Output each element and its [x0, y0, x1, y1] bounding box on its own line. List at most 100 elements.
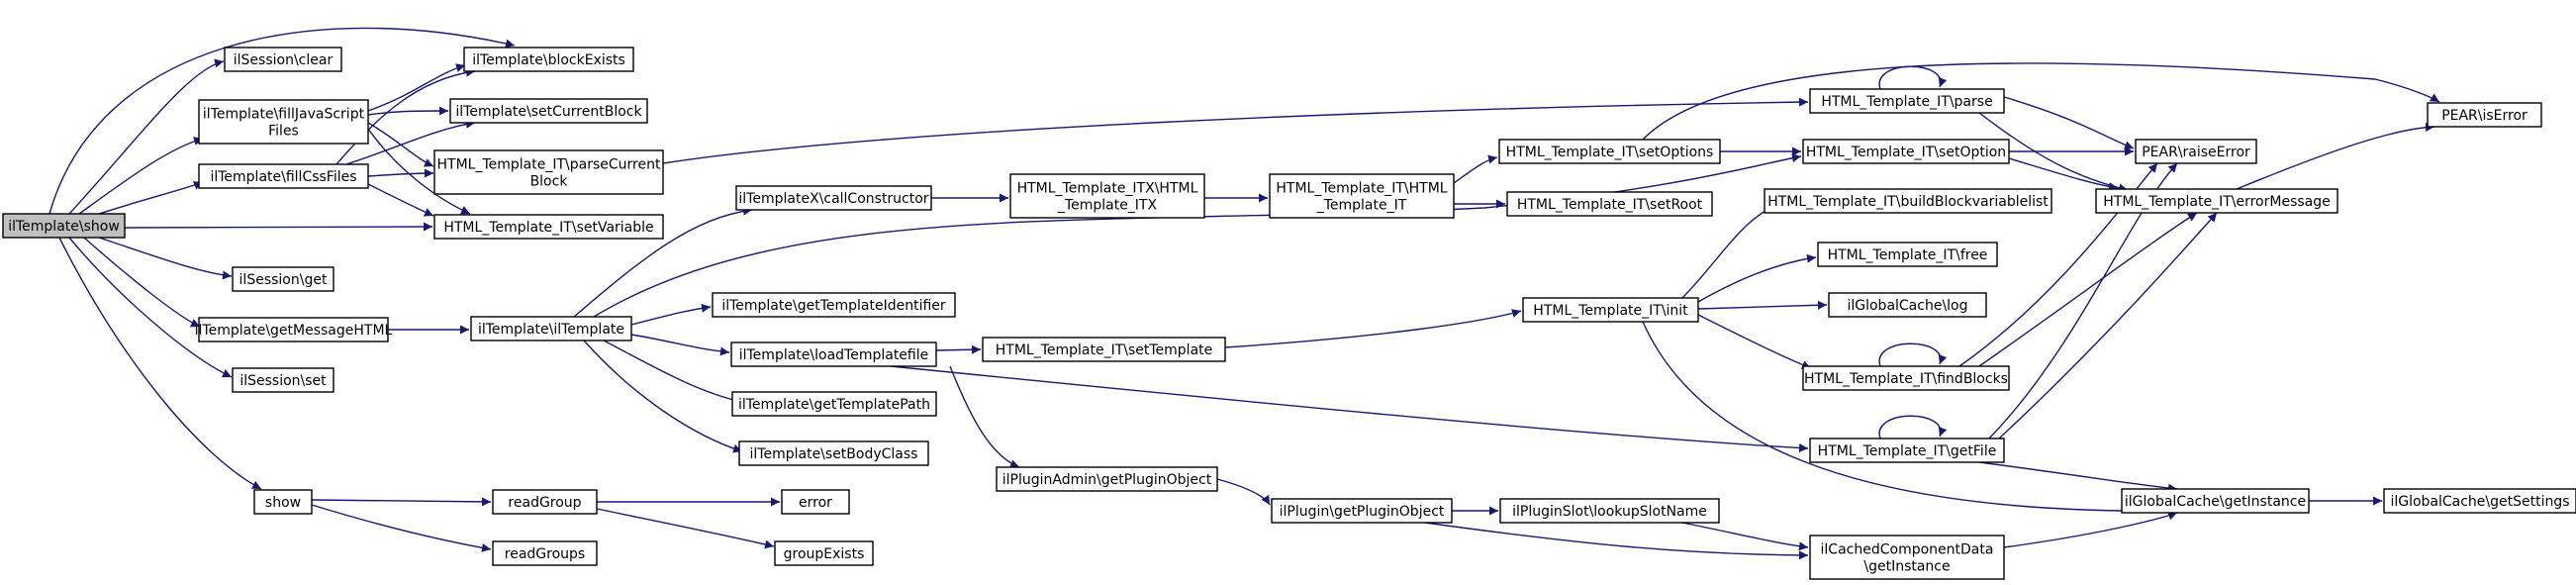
edge-line [311, 497, 492, 507]
node-cached-component-data[interactable]: ilCachedComponentData\getInstance [1809, 535, 2005, 580]
node-label: error [799, 495, 832, 511]
node-label: ilTemplate\getTemplateIdentifier [721, 298, 946, 314]
node-pear-raise-error[interactable]: PEAR\raiseError [2135, 139, 2257, 164]
node-box [492, 489, 598, 515]
node-label: ilPlugin\getPluginObject [1280, 504, 1445, 520]
node-set-options[interactable]: HTML_Template_IT\setOptions [1498, 139, 1721, 164]
node-set-body-class[interactable]: ilTemplate\setBodyClass [738, 440, 929, 466]
node-label: HTML_Template_IT\parse [1821, 94, 1992, 110]
node-build-block-var-list[interactable]: HTML_Template_IT\buildBlockvariablelist [1764, 188, 2052, 214]
edge-show-fillcss [98, 181, 204, 215]
node-get-file[interactable]: HTML_Template_IT\getFile [1809, 438, 2005, 463]
edge-line [1878, 65, 1948, 90]
node-box [224, 47, 342, 72]
node-session-clear[interactable]: ilSession\clear [224, 47, 342, 72]
node-read-group[interactable]: readGroup [492, 489, 598, 515]
edge-line [935, 344, 982, 354]
edge-line [83, 237, 201, 328]
node-box [253, 489, 313, 515]
node-box [1499, 498, 1720, 524]
node-label: HTML_Template_IT\buildBlockvariablelist [1767, 194, 2049, 210]
node-global-cache-log[interactable]: ilGlobalCache\log [1828, 292, 1987, 318]
node-parse[interactable]: HTML_Template_IT\parse [1809, 88, 2005, 114]
node-get-template-path[interactable]: ilTemplate\getTemplatePath [731, 391, 937, 417]
edge-getfile-self [1878, 415, 1948, 439]
edge-iltemplate-callconstructor [573, 206, 753, 318]
node-box [1271, 498, 1453, 524]
edge-filljs-setcurrentblock [367, 106, 449, 116]
edge-line [2236, 122, 2435, 190]
node-box [492, 540, 598, 566]
node-label: HTML_Template_IT\findBlocks [1804, 371, 2008, 387]
node-session-set[interactable]: ilSession\set [232, 367, 334, 393]
node-free[interactable]: HTML_Template_IT\free [1817, 242, 1998, 267]
node-it-ctor[interactable]: HTML_Template_IT\HTML_Template_IT [1269, 173, 1455, 219]
node-set-current-block[interactable]: ilTemplate\setCurrentBlock [449, 98, 648, 124]
node-read-groups[interactable]: readGroups [492, 540, 598, 566]
node-plugin-slot-lookup[interactable]: ilPluginSlot\lookupSlotName [1499, 498, 1720, 524]
node-fill-css[interactable]: ilTemplate\fillCssFiles [198, 163, 369, 189]
edge-init-free [1697, 253, 1817, 303]
node-box [198, 317, 389, 342]
node-label: ilTemplate\fillCssFiles [210, 169, 356, 185]
edge-loadtemplatefile-pluginadmin [949, 365, 1020, 468]
node-show-root[interactable]: ilTemplate\show [2, 213, 126, 239]
node-set-root[interactable]: HTML_Template_IT\setRoot [1506, 191, 1713, 217]
node-label: HTML_Template_IT\HTML [1276, 181, 1447, 197]
node-global-cache-get-settings[interactable]: ilGlobalCache\getSettings [2383, 488, 2576, 514]
edge-line [1642, 62, 2440, 141]
node-init[interactable]: HTML_Template_IT\init [1522, 297, 1699, 323]
edge-line [630, 303, 712, 326]
node-box [2, 213, 126, 239]
node-label: Block [530, 174, 569, 190]
node-group-exists[interactable]: groupExists [774, 540, 874, 566]
node-pear-is-error[interactable]: PEAR\isError [2427, 102, 2542, 128]
edge-show-session-get [98, 237, 233, 280]
edge-line [1958, 162, 2158, 367]
node-block-exists[interactable]: ilTemplate\blockExists [463, 47, 634, 72]
node-label: ilGlobalCache\getSettings [2390, 494, 2569, 510]
edge-settemplate-init [1224, 309, 1522, 348]
node-plugin-admin-get-plugin-object[interactable]: ilPluginAdmin\getPluginObject [996, 466, 1218, 492]
edge-line [603, 340, 753, 408]
node-set-template[interactable]: HTML_Template_IT\setTemplate [982, 337, 1226, 362]
node-box [1764, 188, 2052, 214]
node-label: ilTemplate\blockExists [472, 52, 625, 68]
edge-layer [48, 27, 2440, 560]
node-box [433, 214, 664, 240]
node-box [2095, 188, 2338, 214]
edge-line [78, 137, 204, 215]
edge-show-getmessagehtml [83, 237, 201, 328]
node-label: HTML_Template_IT\setOption [1806, 145, 2006, 160]
node-get-template-identifier[interactable]: ilTemplate\getTemplateIdentifier [712, 292, 956, 318]
edge-filljs-setvariable [367, 128, 471, 215]
node-box [1802, 139, 2010, 164]
node-itx-ctor[interactable]: HTML_Template_ITX\HTML_Template_ITX [1009, 173, 1205, 219]
node-error[interactable]: error [781, 489, 850, 515]
node-box [2427, 102, 2542, 128]
node-il-template-ctor[interactable]: ilTemplate\ilTemplate [470, 316, 632, 341]
node-set-option[interactable]: HTML_Template_IT\setOption [1802, 139, 2010, 164]
node-label: ilCachedComponentData [1821, 542, 1994, 558]
edge-lookupslotname-cachedcomponentdata [1681, 522, 1809, 551]
edge-errormessage-peariserror [2236, 122, 2435, 190]
node-global-cache-get-instance[interactable]: ilGlobalCache\getInstance [2121, 488, 2310, 514]
node-set-variable[interactable]: HTML_Template_IT\setVariable [433, 214, 664, 240]
node-show-fn[interactable]: show [253, 489, 313, 515]
node-find-blocks[interactable]: HTML_Template_IT\findBlocks [1802, 365, 2010, 391]
edge-it-setoptions [1453, 154, 1498, 184]
node-call-constructor[interactable]: ilTemplateX\callConstructor [735, 185, 932, 211]
node-plugin-get-plugin-object[interactable]: ilPlugin\getPluginObject [1271, 498, 1453, 524]
node-session-get[interactable]: ilSession\get [232, 266, 334, 292]
node-load-template-file[interactable]: ilTemplate\loadTemplatefile [730, 341, 937, 367]
node-get-message-html[interactable]: ilTemplate\getMessageHTML [195, 317, 393, 342]
node-error-message[interactable]: HTML_Template_IT\errorMessage [2095, 188, 2338, 214]
edge-fillcss-setcurrentblock [345, 119, 476, 165]
node-label: HTML_Template_IT\errorMessage [2103, 194, 2331, 210]
edge-plugin-cachedcomponentdata [1424, 522, 1809, 560]
edge-fillcss-parsecurrentblock [367, 168, 434, 178]
node-box [712, 292, 956, 318]
node-label: HTML_Template_IT\setTemplate [996, 342, 1213, 358]
